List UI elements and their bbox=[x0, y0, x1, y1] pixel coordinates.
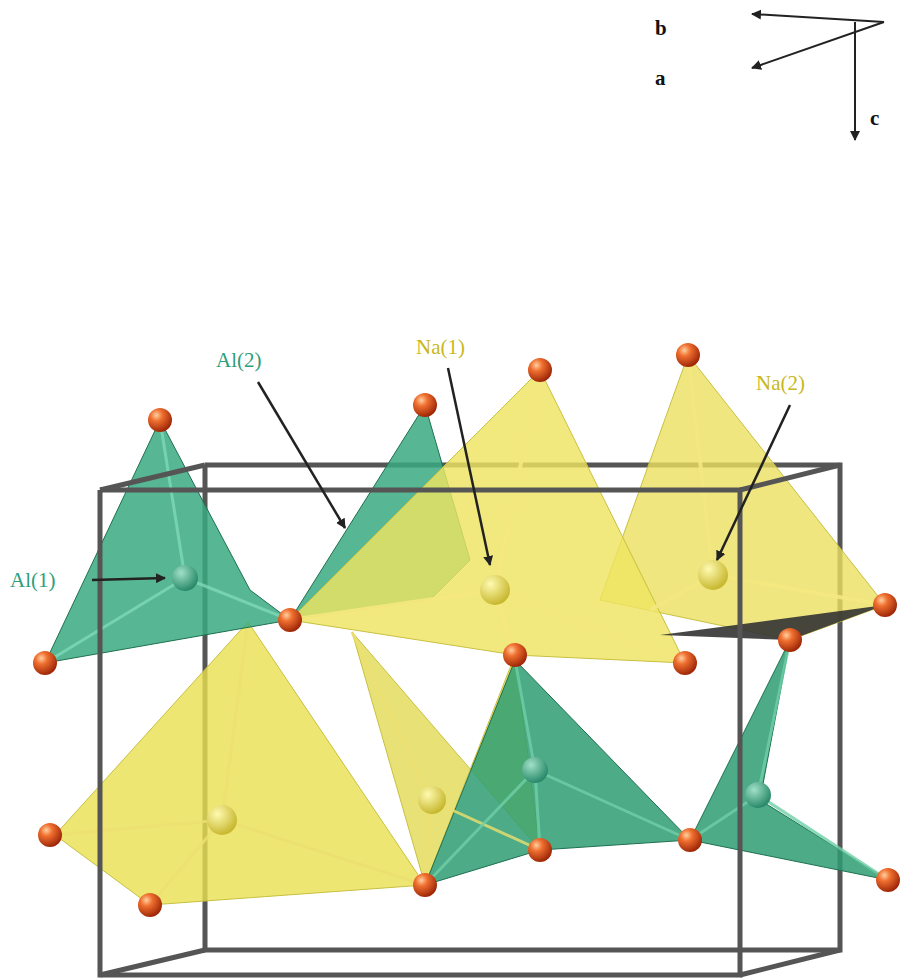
atom-label: Al(1) bbox=[10, 570, 56, 591]
axis-label: a bbox=[655, 68, 666, 89]
atom-label: Al(2) bbox=[216, 350, 262, 371]
axis-label: c bbox=[870, 108, 879, 129]
oxygen-atoms bbox=[33, 343, 900, 917]
polyhedra-lower bbox=[55, 622, 888, 905]
atom-label: Na(2) bbox=[756, 373, 805, 394]
axis-arrows bbox=[752, 14, 884, 140]
unit-cell-front bbox=[100, 465, 840, 975]
polyhedra-upper bbox=[45, 355, 885, 663]
leader-arrows bbox=[92, 368, 790, 580]
axis-label: b bbox=[655, 18, 667, 39]
atom-label: Na(1) bbox=[416, 337, 465, 358]
